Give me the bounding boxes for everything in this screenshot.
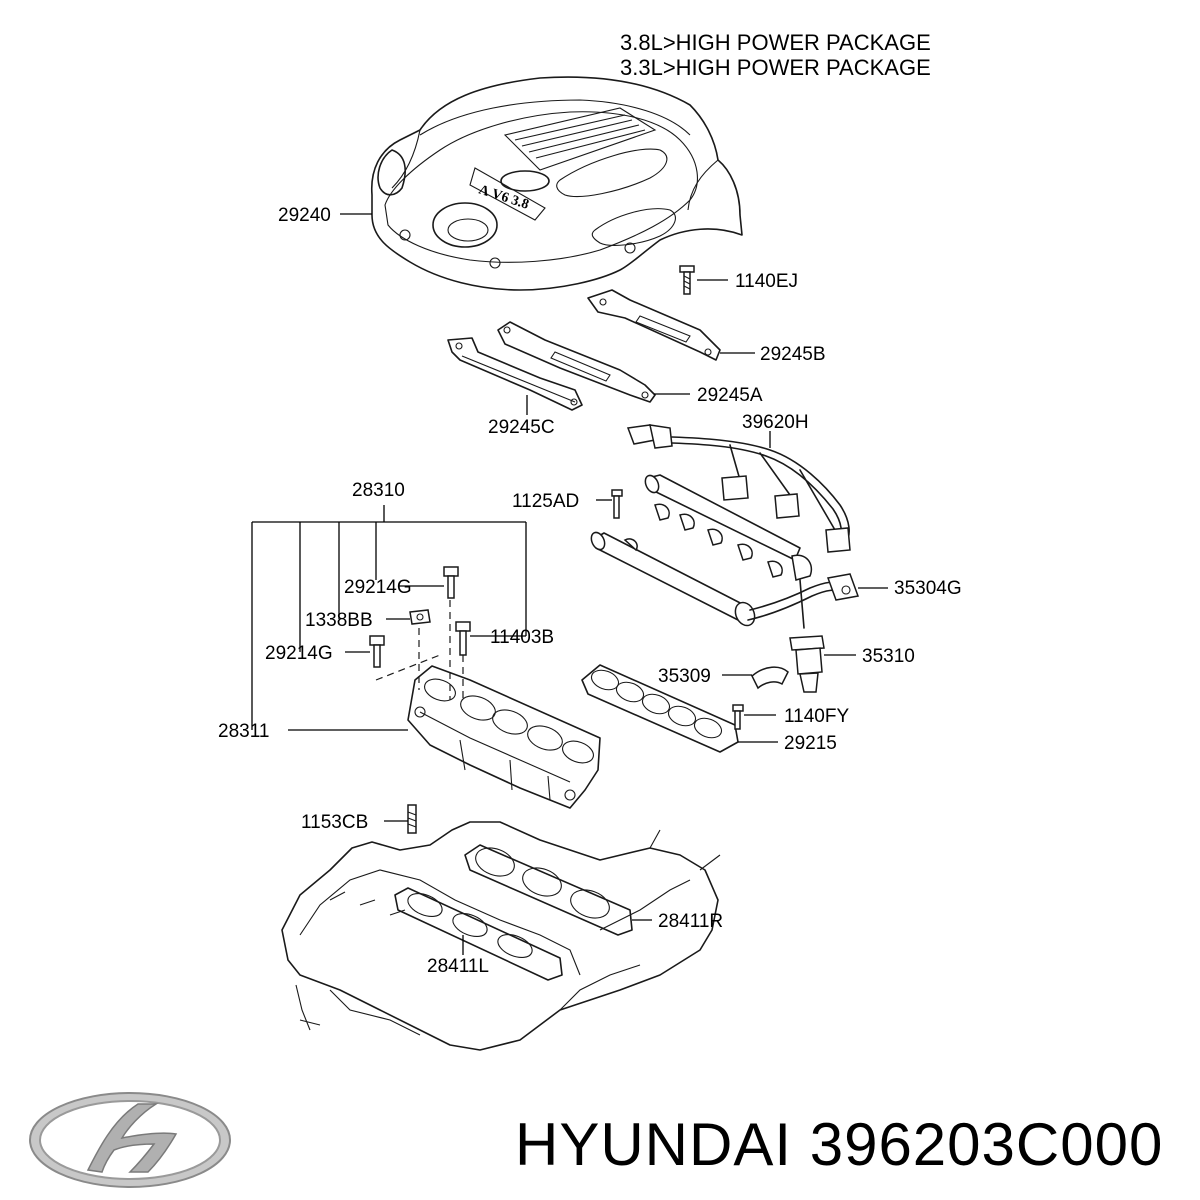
hyundai-logo-icon <box>29 1092 231 1188</box>
stud-1153cb <box>407 804 417 834</box>
label-35309: 35309 <box>658 666 711 687</box>
nut-1338bb <box>409 609 431 625</box>
intake-manifold <box>407 665 601 809</box>
label-39620H: 39620H <box>742 412 809 433</box>
label-29240: 29240 <box>278 205 331 226</box>
bracket-29245a <box>497 321 656 403</box>
callout-28310-lines <box>251 505 527 730</box>
engine-block <box>281 821 721 1051</box>
fuel-rail-upper <box>644 474 813 581</box>
gasket-28411r <box>464 844 633 936</box>
label-29215: 29215 <box>784 733 837 754</box>
label-1140EJ: 1140EJ <box>735 271 798 292</box>
connector-35304g <box>826 573 860 601</box>
bolt-1125ad <box>611 489 623 519</box>
wiring-harness <box>626 424 851 553</box>
label-29214G-lower: 29214G <box>265 643 333 664</box>
bolt-1140fy <box>732 704 744 730</box>
label-11403B: 11403B <box>490 627 554 648</box>
fuel-rail-lower <box>590 531 847 627</box>
label-28311: 28311 <box>218 721 269 742</box>
injector-clip <box>751 666 789 690</box>
label-1140FY: 1140FY <box>784 706 849 727</box>
bracket-29245b <box>587 289 721 361</box>
bolt-29214g-lower <box>369 635 385 668</box>
label-28411R: 28411R <box>658 911 723 932</box>
header-line-2: 3.3L>HIGH POWER PACKAGE <box>620 55 931 80</box>
footer-part-number: HYUNDAI 396203C000 <box>515 1111 1164 1178</box>
engine-cover: Λ V6 3.8 <box>370 76 743 291</box>
label-29245A: 29245A <box>697 385 763 406</box>
label-28411L: 28411L <box>427 956 489 977</box>
label-29214G-upper: 29214G <box>344 577 412 598</box>
bracket-29245c <box>447 337 583 411</box>
label-35310: 35310 <box>862 646 915 667</box>
label-29245B: 29245B <box>760 344 826 365</box>
label-28310: 28310 <box>352 480 405 501</box>
label-1153CB: 1153CB <box>301 812 368 833</box>
bolt-11403b <box>455 621 471 656</box>
fuel-injector <box>789 579 825 693</box>
gasket-28411l <box>394 887 563 981</box>
label-29245C: 29245C <box>488 417 555 438</box>
label-1338BB: 1338BB <box>305 610 373 631</box>
bolt-1140ej <box>679 265 695 295</box>
label-1125AD: 1125AD <box>512 491 579 512</box>
header-line-1: 3.8L>HIGH POWER PACKAGE <box>620 30 931 55</box>
bolt-29214g-upper <box>443 566 459 599</box>
label-35304G: 35304G <box>894 578 962 599</box>
